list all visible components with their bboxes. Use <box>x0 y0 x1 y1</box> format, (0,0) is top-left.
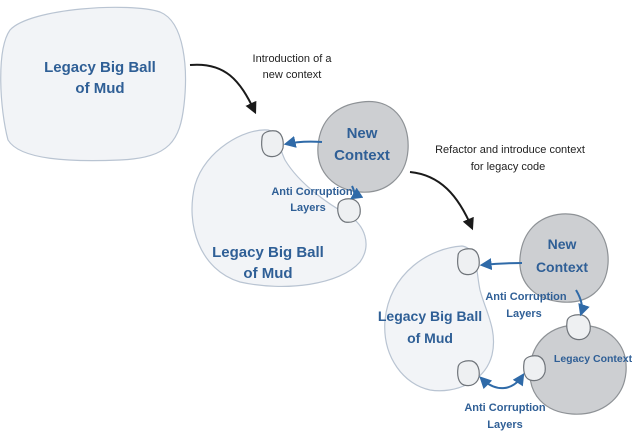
legacy-context-label: Legacy Context <box>554 353 633 365</box>
arrow-context-to-acl-bottom-step2 <box>350 185 364 200</box>
new-context-step3-line2: Context <box>536 259 588 275</box>
arrow-between-bottom-acls <box>479 372 525 390</box>
new-context-blob-step3 <box>519 213 609 303</box>
acl-box-step3-bottom-left <box>457 360 480 387</box>
arrow-context-to-legacy-context <box>575 289 590 317</box>
legacy-blob-step1 <box>0 6 187 162</box>
legacy-label-step2-line2: of Mud <box>243 265 292 282</box>
transition1-line1: Introduction of a <box>253 53 333 65</box>
arrow-context-to-acl-step2 <box>283 136 323 148</box>
acl-box-step3-bottom-right <box>523 355 546 382</box>
legacy-label-step1-line1: Legacy Big Ball <box>44 59 156 76</box>
acl-label-step3-top-line1: Anti Corruption <box>485 291 567 303</box>
legacy-label-step2-line1: Legacy Big Ball <box>212 244 324 261</box>
new-context-step2-line1: New <box>347 125 378 142</box>
acl-box-step2-bottom <box>337 198 361 223</box>
new-context-step2-line2: Context <box>334 147 390 164</box>
step-arrow-2 <box>409 171 474 231</box>
legacy-context-blob-step3 <box>529 324 627 415</box>
legacy-blob-step2 <box>191 129 367 287</box>
step-arrow-1 <box>189 63 257 115</box>
transition2-line2: for legacy code <box>471 161 546 173</box>
transition1-line2: new context <box>263 69 322 81</box>
acl-box-step3-right <box>566 314 591 341</box>
acl-box-step3-top <box>457 248 480 276</box>
acl-box-step2-top <box>261 130 284 158</box>
arrow-context-to-acl-step3 <box>479 258 523 271</box>
transition2-line1: Refactor and introduce context <box>435 144 585 156</box>
legacy-label-step1-line2: of Mud <box>75 80 124 97</box>
legacy-label-step3-line2: of Mud <box>407 330 453 346</box>
legacy-blob-step3 <box>384 245 495 392</box>
acl-label-step3-bottom-line1: Anti Corruption <box>464 402 546 414</box>
acl-label-step3-bottom-line2: Layers <box>487 419 522 431</box>
acl-label-step2-line2: Layers <box>290 202 325 214</box>
legacy-label-step3-line1: Legacy Big Ball <box>378 308 482 324</box>
acl-label-step2-line1: Anti Corruption <box>271 186 353 198</box>
acl-label-step3-top-line2: Layers <box>506 308 541 320</box>
new-context-step3-line1: New <box>548 236 577 252</box>
